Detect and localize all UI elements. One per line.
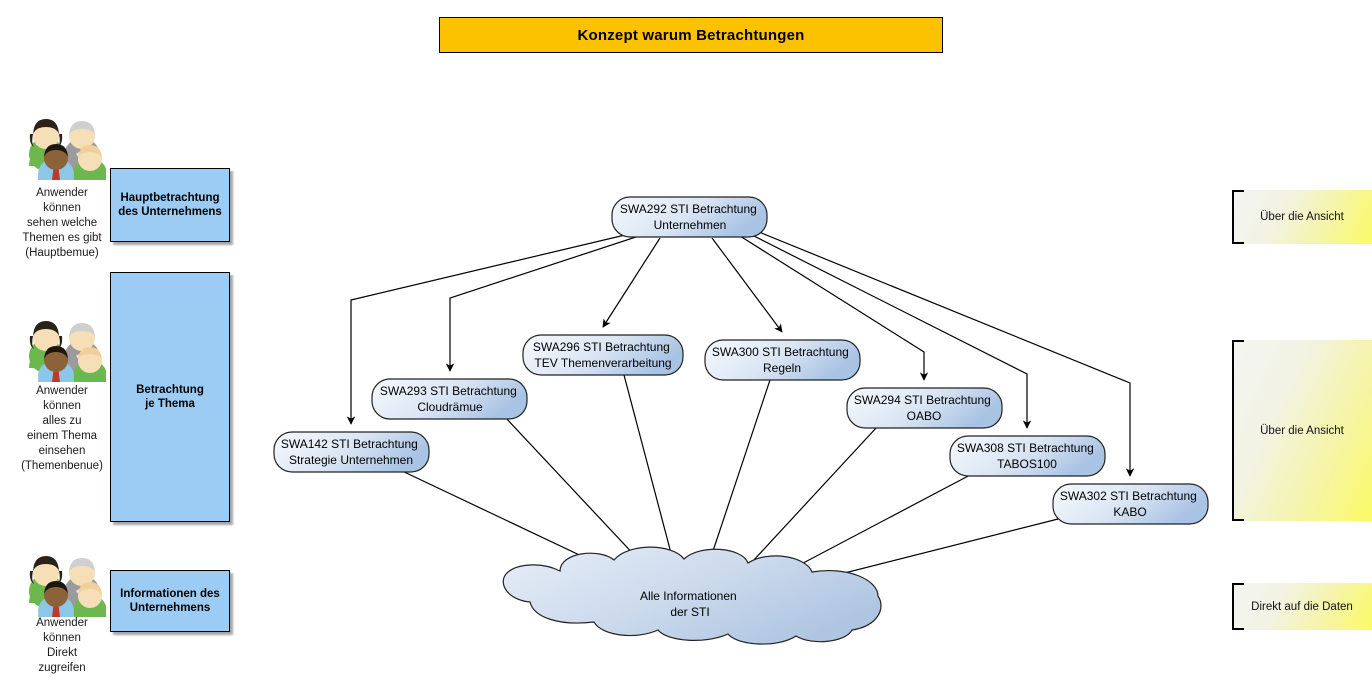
node-label: SWA300 STI Betrachtung Regeln <box>712 345 852 375</box>
caption-line: Anwender <box>36 385 88 397</box>
caption-line: können <box>43 400 81 412</box>
node-swa300[interactable]: SWA300 STI Betrachtung Regeln <box>704 339 861 381</box>
caption-line: Themen es gibt <box>22 232 102 244</box>
box-line: Betrachtung <box>136 384 204 396</box>
edge-group-root-children <box>346 229 1135 477</box>
concept-box-label: Hauptbetrachtung des Unternehmens <box>118 191 222 219</box>
cloud-label: Alle Informationen der STI <box>640 589 740 619</box>
node-shape <box>846 387 1003 429</box>
node-label: SWA308 STI Betrachtung TABOS100 <box>957 441 1097 471</box>
node-swa292[interactable]: SWA292 STI Betrachtung Unternehmen <box>611 196 768 238</box>
edge-swa292-swa308 <box>747 232 1032 429</box>
concept-box-label: Informationen des Unternehmens <box>120 587 220 615</box>
actor-caption-2: Anwender können alles zu einem Thema ein… <box>10 384 114 474</box>
note-label: Direkt auf die Daten <box>1251 600 1353 613</box>
caption-line: können <box>43 202 81 214</box>
caption-line: einsehen <box>38 445 86 457</box>
box-line: Hauptbetrachtung <box>120 192 220 204</box>
actor-caption-1: Anwender können sehen welche Themen es g… <box>10 186 114 261</box>
caption-line: zugreifen <box>38 662 86 674</box>
node-shape <box>611 196 768 238</box>
caption-line: alles zu <box>42 415 82 427</box>
node-label: SWA142 STI Betrachtung Strategie Unterne… <box>281 437 421 467</box>
edge-swa292-swa300 <box>711 237 783 333</box>
caption-line: einem Thema <box>26 430 98 442</box>
page-title: Konzept warum Betrachtungen <box>577 26 805 44</box>
note-label: Über die Ansicht <box>1260 211 1344 223</box>
caption-line: Direkt <box>46 647 78 659</box>
node-swa294[interactable]: SWA294 STI Betrachtung OABO <box>846 387 1003 429</box>
box-line: Unternehmens <box>129 602 211 614</box>
edge-swa292-swa294 <box>739 235 929 381</box>
page-title-banner: Konzept warum Betrachtungen <box>439 17 943 53</box>
node-cloud-alle-informationen[interactable]: Alle Informationen der STI <box>502 546 882 645</box>
cloud-shape <box>502 546 882 645</box>
caption-line: können <box>43 632 81 644</box>
node-shape <box>273 431 430 473</box>
edge-swa292-swa296 <box>602 237 661 328</box>
note-label: Über die Ansicht <box>1260 424 1344 437</box>
node-label: SWA293 STI Betrachtung Cloudrämue <box>380 384 520 414</box>
note-box-direkt-auf-die-daten: Direkt auf die Daten <box>1232 583 1372 630</box>
node-label: SWA292 STI Betrachtung Unternehmen <box>620 202 760 232</box>
edge-swa294-cloud <box>739 426 878 576</box>
node-shape <box>371 378 528 420</box>
edge-swa293-cloud <box>504 416 653 575</box>
edge-swa292-swa293 <box>445 236 637 372</box>
caption-line: (Hauptbemue) <box>25 247 99 259</box>
node-shape <box>1052 483 1209 525</box>
node-swa302[interactable]: SWA302 STI Betrachtung KABO <box>1052 483 1209 525</box>
box-line: Informationen des <box>120 588 220 600</box>
edge-group-children-cloud <box>399 374 1063 586</box>
concept-box-label: Betrachtung je Thema <box>136 383 204 411</box>
node-swa308[interactable]: SWA308 STI Betrachtung TABOS100 <box>949 435 1106 477</box>
node-swa142[interactable]: SWA142 STI Betrachtung Strategie Unterne… <box>273 431 430 473</box>
concept-box-hauptbetrachtung[interactable]: Hauptbetrachtung des Unternehmens <box>110 168 230 242</box>
node-label: SWA302 STI Betrachtung KABO <box>1060 489 1200 519</box>
edge-swa300-cloud <box>704 379 771 573</box>
node-swa293[interactable]: SWA293 STI Betrachtung Cloudrämue <box>371 378 528 420</box>
node-shape <box>522 334 684 376</box>
caption-line: Anwender <box>36 617 88 629</box>
box-line: je Thema <box>145 398 195 410</box>
node-shape <box>704 339 861 381</box>
edge-swa308-cloud <box>770 473 973 581</box>
node-label: SWA294 STI Betrachtung OABO <box>854 393 994 423</box>
node-label: SWA296 STI Betrachtung TEV Themenverarbe… <box>533 340 673 370</box>
caption-line: (Themenbenue) <box>21 460 103 472</box>
note-box-ueber-die-ansicht-2: Über die Ansicht <box>1232 340 1372 521</box>
caption-line: sehen welche <box>26 217 98 229</box>
edge-swa292-swa302 <box>753 229 1135 477</box>
node-shape <box>949 435 1106 477</box>
caption-line: Anwender <box>36 187 88 199</box>
edge-swa292-swa142 <box>346 234 626 425</box>
concept-box-betrachtung-je-thema[interactable]: Betrachtung je Thema <box>110 272 230 522</box>
concept-box-informationen[interactable]: Informationen des Unternehmens <box>110 570 230 632</box>
box-line: des Unternehmens <box>118 206 222 218</box>
node-swa296[interactable]: SWA296 STI Betrachtung TEV Themenverarbe… <box>522 334 684 376</box>
actor-caption-3: Anwender können Direkt zugreifen <box>10 616 114 676</box>
edge-swa296-cloud <box>623 374 679 573</box>
